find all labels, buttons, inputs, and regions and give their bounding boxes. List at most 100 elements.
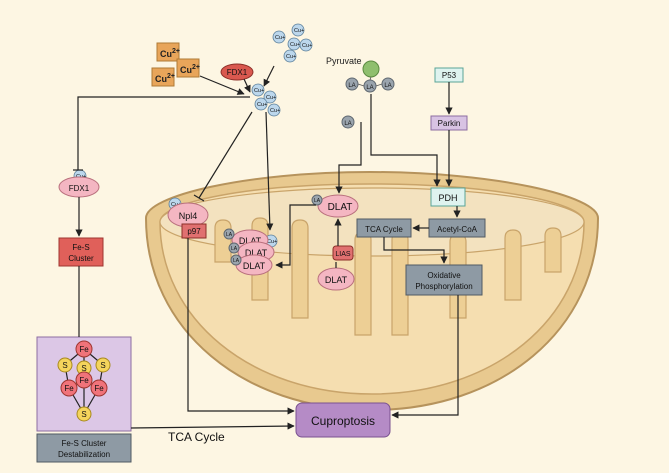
- svg-text:Cluster: Cluster: [68, 254, 94, 263]
- pyruvate-label: Pyruvate: [326, 56, 362, 66]
- cu2-ions: Cu2+ Cu2+ Cu2+: [151, 42, 200, 87]
- cu1-ion: Cu+: [267, 103, 281, 117]
- cu1-ion: Cu+: [251, 83, 265, 97]
- svg-text:Fe: Fe: [64, 384, 74, 393]
- fdx1-top: FDX1: [220, 63, 254, 81]
- svg-text:Cuproptosis: Cuproptosis: [311, 414, 375, 428]
- svg-text:P53: P53: [442, 71, 457, 80]
- svg-text:LA: LA: [226, 232, 233, 238]
- cu1-ion: Cu+: [299, 38, 313, 52]
- pyruvate-group: Pyruvate LA LA LA LA: [326, 56, 395, 129]
- fe-atom: Fe: [90, 379, 108, 397]
- svg-text:Fe-S Cluster: Fe-S Cluster: [62, 439, 107, 448]
- svg-text:DLAT: DLAT: [325, 275, 348, 285]
- cu1-ion-label: Cu+: [257, 102, 267, 108]
- cu1-ion-label: Cu+: [270, 108, 280, 114]
- svg-text:TCA Cycle: TCA Cycle: [365, 225, 403, 234]
- la-node: LA: [345, 77, 359, 91]
- la-node: LA: [363, 79, 377, 93]
- cu1-ion-label: Cu+: [254, 88, 264, 94]
- oxidative-phosphorylation-box: Oxidative Phosphorylation: [405, 264, 483, 296]
- svg-text:FDX1: FDX1: [69, 184, 90, 193]
- svg-text:LA: LA: [314, 198, 321, 204]
- dlat-lipoylated: DLAT LA: [311, 194, 359, 218]
- tca-cycle-box: TCA Cycle: [356, 218, 412, 238]
- cu1-ion: Cu+: [254, 97, 268, 111]
- s-atom: S: [57, 357, 73, 373]
- svg-text:S: S: [81, 364, 86, 373]
- fe-atom: Fe: [60, 379, 78, 397]
- cu2-ion: Cu2+: [176, 58, 200, 78]
- svg-text:DLAT: DLAT: [243, 261, 266, 271]
- fe-atom: Fe: [75, 340, 93, 358]
- s-atom: S: [95, 357, 111, 373]
- p53-box: P53: [434, 67, 464, 83]
- svg-text:S: S: [81, 410, 86, 419]
- svg-text:LA: LA: [231, 246, 238, 252]
- svg-text:LA: LA: [348, 83, 355, 89]
- svg-text:LIAS: LIAS: [335, 251, 351, 258]
- pdh-box: PDH: [430, 187, 466, 207]
- la-node-single: LA: [341, 115, 355, 129]
- cu2-ion: Cu2+: [151, 67, 175, 87]
- svg-text:LA: LA: [366, 85, 373, 91]
- svg-text:Oxidative: Oxidative: [427, 271, 461, 280]
- fdx1-left: FDX1: [58, 176, 100, 198]
- cu1-ion: Cu+: [287, 37, 301, 51]
- la-node: LA: [381, 77, 395, 91]
- svg-text:Acetyl-CoA: Acetyl-CoA: [437, 225, 478, 234]
- svg-text:LA: LA: [344, 121, 351, 127]
- svg-text:Fe: Fe: [79, 345, 89, 354]
- svg-text:DLAT: DLAT: [239, 236, 262, 246]
- cu1-ion: Cu+: [283, 49, 297, 63]
- fe-atom: Fe: [75, 371, 93, 389]
- svg-text:Fe: Fe: [79, 376, 89, 385]
- svg-text:Destabilization: Destabilization: [58, 450, 110, 459]
- pyruvate-node: [362, 60, 380, 78]
- svg-text:Parkin: Parkin: [438, 119, 461, 128]
- fes-cluster-box: Fe-S Cluster: [58, 237, 104, 267]
- cu1-ion-label: Cu+: [302, 43, 312, 49]
- svg-text:DLAT: DLAT: [328, 202, 353, 213]
- cuproptosis-box: Cuproptosis: [295, 402, 391, 438]
- parkin-box: Parkin: [430, 115, 468, 131]
- cu1-ion-label: Cu+: [275, 35, 285, 41]
- s-atom: S: [76, 406, 92, 422]
- cu1-ion-label: Cu+: [267, 239, 277, 245]
- svg-text:S: S: [100, 361, 105, 370]
- svg-text:Fe-S: Fe-S: [72, 243, 89, 252]
- svg-text:FDX1: FDX1: [227, 68, 248, 77]
- svg-text:DLAT: DLAT: [245, 248, 268, 258]
- cu1-ion: Cu+: [291, 23, 305, 37]
- npl4-node: Npl4: [167, 202, 209, 228]
- svg-text:PDH: PDH: [438, 193, 457, 203]
- p97-node: p97: [181, 223, 207, 239]
- connectors: [73, 65, 461, 430]
- mitochondrion: [144, 170, 600, 412]
- svg-text:Cu2+: Cu2+: [155, 73, 175, 84]
- destabilization-label-box: Fe-S Cluster Destabilization: [36, 433, 132, 463]
- svg-text:S: S: [62, 361, 67, 370]
- svg-text:Fe: Fe: [94, 384, 104, 393]
- cu1-ion-label: Cu+: [290, 42, 300, 48]
- cu1-ion-label: Cu+: [266, 95, 276, 101]
- cu1-ion: Cu+: [272, 30, 286, 44]
- tca-cycle-bottom-label: TCA Cycle: [168, 430, 225, 444]
- svg-text:Npl4: Npl4: [179, 211, 198, 221]
- cu1-ion-label: Cu+: [286, 54, 296, 60]
- cu1-ion-label: Cu+: [294, 28, 304, 34]
- svg-text:Cu2+: Cu2+: [180, 64, 200, 75]
- svg-text:Cu2+: Cu2+: [160, 48, 180, 59]
- svg-text:p97: p97: [187, 227, 201, 236]
- dlat-oligomer: DLAT DLAT DLAT LA LA LA: [223, 228, 275, 276]
- fes-destabilization-panel: Fe S S S Fe Fe Fe S: [36, 336, 132, 432]
- svg-text:LA: LA: [384, 83, 391, 89]
- lias-node: LIAS: [332, 245, 354, 261]
- cu2-ion: Cu2+: [156, 42, 180, 62]
- dlat-unlipoylated: DLAT: [317, 267, 355, 291]
- svg-text:Phosphorylation: Phosphorylation: [415, 282, 472, 291]
- svg-text:LA: LA: [233, 258, 240, 264]
- acetyl-coa-box: Acetyl-CoA: [428, 218, 486, 238]
